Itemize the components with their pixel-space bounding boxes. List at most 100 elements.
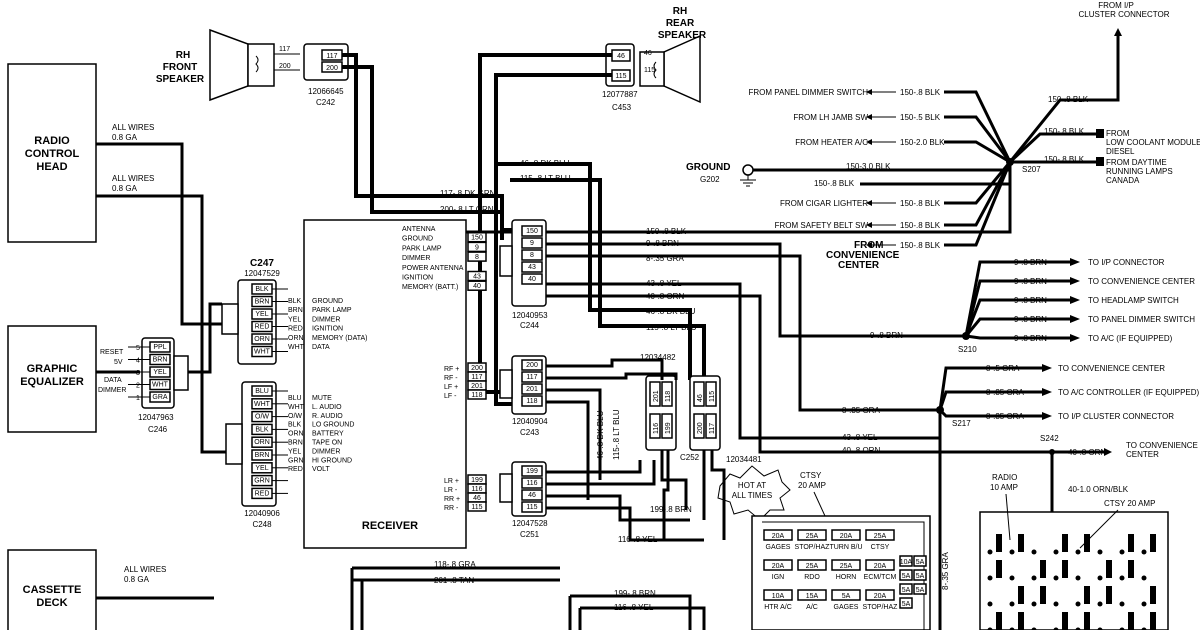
c248-pin-4: ORN <box>254 439 270 446</box>
wire-43b: 43-.8 YEL <box>842 433 878 442</box>
recv-mid-color-1: BRN <box>288 307 303 314</box>
recv-front-name-3: LF - <box>444 393 457 400</box>
s217-out-arrow-0 <box>1042 364 1052 372</box>
recv-low-color-2: O/W <box>288 413 302 420</box>
s217-out-dest-0: TO CONVENIENCE CENTER <box>1058 364 1165 373</box>
fuse-left-label-r0c0: 20A <box>772 533 785 540</box>
fuse-small-3 <box>913 569 927 581</box>
fuse-right-dot-r3c1 <box>1009 627 1015 630</box>
radio-head-label-3: HEAD <box>36 161 67 173</box>
recv-low-color-6: YEL <box>288 448 301 455</box>
recv-low-name-4: BATTERY <box>312 431 344 438</box>
receiver: RECEIVER <box>303 219 467 549</box>
fuse-right-blade-r0c6 <box>1128 534 1134 552</box>
s207-src-text-2: FROM HEATER A/C <box>795 138 868 147</box>
fuse-left-label-r2c3: 20A <box>874 593 887 600</box>
s217-out-dest-1: TO A/C CONTROLLER (IF EQUIPPED) <box>1058 388 1200 397</box>
fuse-left-r0c3 <box>865 529 895 541</box>
fuse-right-dot-r2c2 <box>1031 601 1037 607</box>
front-speaker-l2: FRONT <box>163 62 197 73</box>
cassette-label-1: CASSETTE <box>23 584 82 596</box>
c244-pin-2: 8 <box>530 252 534 259</box>
wire-150: 150-.8 BLK <box>646 227 687 236</box>
s207-src-text-1: FROM LH JAMB SW <box>793 113 868 122</box>
fuse-left-r1c1 <box>797 559 827 571</box>
recv-low-color-0: BLU <box>288 395 302 402</box>
recv-front-name-1: RF - <box>444 375 458 382</box>
fuse-right-dot-r2c3 <box>1053 601 1059 607</box>
recv-mid-name-3: IGNITION <box>312 326 343 333</box>
s207-src-wire-path-3 <box>944 161 1012 205</box>
c243-pin-2-cell <box>521 383 543 395</box>
c251-pin-0-cell <box>521 465 543 477</box>
recv-top-name-0: ANTENNA <box>402 226 436 233</box>
fuse-right-blade-r1c3 <box>1062 560 1068 578</box>
recv-rear-name-0: LR + <box>444 478 459 485</box>
recv-rear-num-0: 199 <box>471 477 483 484</box>
recv-mid-color-0: BLK <box>288 298 302 305</box>
c252-right-cell-2 <box>693 413 705 439</box>
s207-conv-l3: CENTER <box>838 260 880 271</box>
fuse-left-label-r1c0: 20A <box>772 563 785 570</box>
c248-pin-5: BRN <box>255 452 270 459</box>
fuse-right-blade-r0c7 <box>1150 534 1156 552</box>
fuse-right-dot-r2c6 <box>1119 601 1125 607</box>
fuse-block-right: RADIO 10 AMP 40-1.0 ORN/BLK CTSY 20 AMP <box>979 473 1169 630</box>
c251-pin-2-cell <box>521 489 543 501</box>
front-speaker-l1: RH <box>176 50 190 61</box>
recv-rear-num-2: 46 <box>473 495 481 502</box>
front-speaker-pin-2: 200 <box>279 63 291 70</box>
fuse-small-5 <box>913 583 927 595</box>
s217-out-wire-1: 8-.35 GRA <box>986 388 1024 397</box>
s207-cluster-2: CLUSTER CONNECTOR <box>1079 10 1170 19</box>
c248-pin-2: O/W <box>255 414 269 421</box>
s207-right-c: DIESEL <box>1106 147 1135 156</box>
c252-left-cell-1 <box>661 381 673 407</box>
fuse-right-blade-r1c5 <box>1106 560 1112 578</box>
fuse-left-r1c0 <box>763 559 793 571</box>
radio-fuse-1: RADIO <box>992 473 1017 482</box>
recv-low-color-4: ORN <box>288 431 304 438</box>
wire-115b: 115-.8 LT BLU <box>646 323 697 332</box>
ctsy-1: CTSY <box>800 471 822 480</box>
s207-conv-l2: CONVENIENCE <box>826 250 900 261</box>
fuse-right-dot-r1c3 <box>1053 575 1059 581</box>
s207-src-arrow-4 <box>866 222 872 228</box>
fuse-small-0 <box>899 555 913 567</box>
s242-label: S242 <box>1040 434 1059 443</box>
s242-wire: 40-.8 ORN <box>1068 448 1106 457</box>
recv-mid-color-3: RED <box>288 326 303 333</box>
c246-pin-1: BRN <box>153 357 168 364</box>
s207-src-wire-5: 150-.8 BLK <box>900 241 941 250</box>
c246-side-reset: RESET <box>100 349 124 356</box>
fuse-right-dot-r1c5 <box>1097 575 1103 581</box>
fuse-small-label-6: 5A <box>902 601 911 608</box>
s207-conv-l1: FROM <box>854 240 883 251</box>
c252-label: C252 <box>680 453 700 462</box>
rear-speaker-pin-1: 46 <box>644 50 652 57</box>
c251-pin-3: 115 <box>526 504 537 511</box>
vwire-115: 115-.8 LT BLU <box>612 409 621 460</box>
c453-part: 12077887 <box>602 90 638 99</box>
recv-top-num-5: 43 <box>473 274 481 281</box>
s207-right-wire-2: 150-.8 BLK <box>1044 127 1085 136</box>
graphic-equalizer: GRAPHIC EQUALIZER <box>7 325 97 433</box>
s210-out-dest-1: TO CONVENIENCE CENTER <box>1088 277 1195 286</box>
s207-src-wire-0: 150-.8 BLK <box>900 88 941 97</box>
recv-mid-name-4: MEMORY (DATA) <box>312 335 367 342</box>
wire-8b: 8-.35 GRA <box>842 406 880 415</box>
recv-front-num-2: 201 <box>471 383 483 390</box>
fuse-right-blade-r3c7 <box>1150 612 1156 630</box>
c252-right-cell-1 <box>705 381 717 407</box>
fuse-left-r0c0 <box>763 529 793 541</box>
c247-pin-5: WHT <box>254 349 271 356</box>
s210-out-arrow-2 <box>1070 296 1080 304</box>
ctsy-2: 20 AMP <box>798 481 826 490</box>
recv-front-num-1: 117 <box>471 374 482 381</box>
c242-pin-1: 117 <box>326 53 337 60</box>
